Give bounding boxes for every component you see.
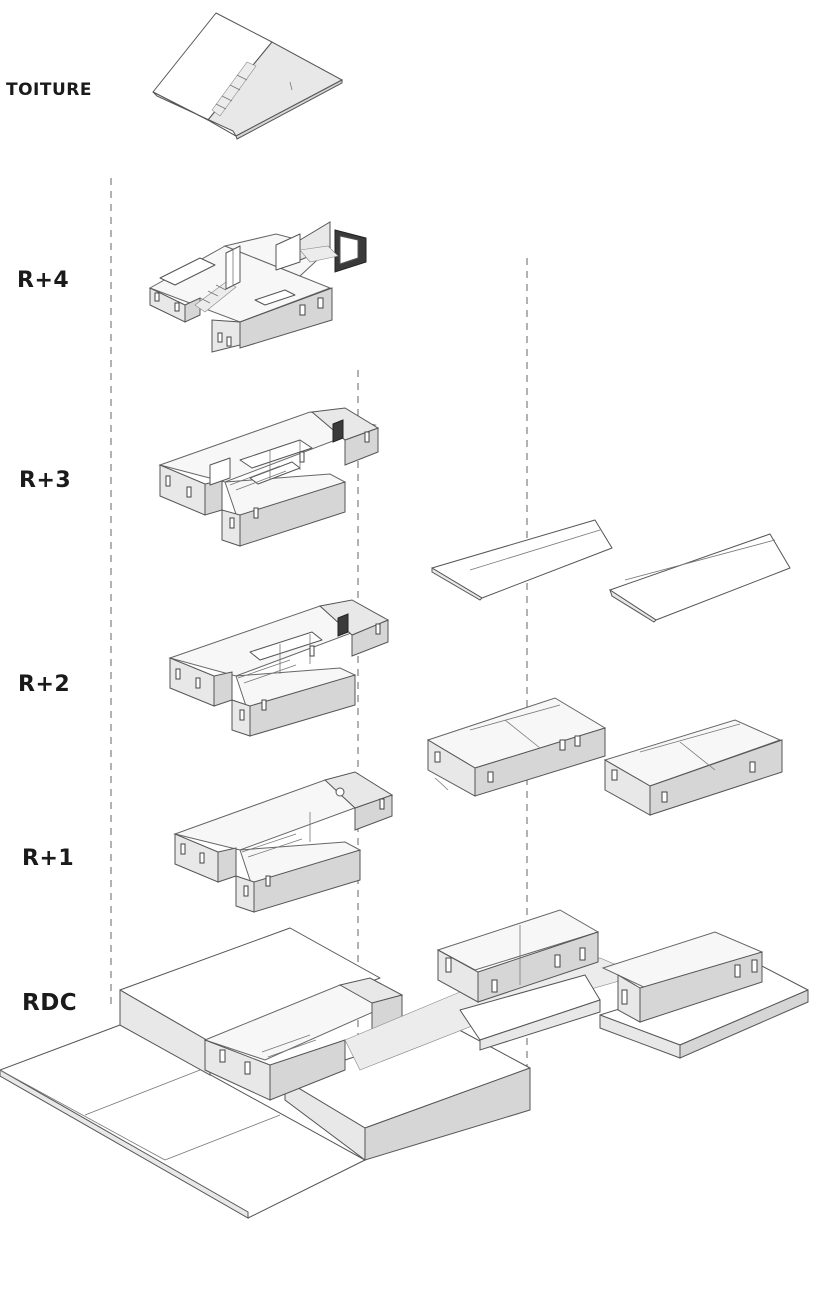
level-label-r3: R+3 <box>19 468 72 493</box>
floor-plan-rdc <box>0 909 809 1219</box>
level-label-r2: R+2 <box>18 672 71 697</box>
roof-main <box>152 12 344 140</box>
roof-secondary-left <box>431 519 613 601</box>
alignment-guides <box>110 178 528 1150</box>
floor-plan-annex-left-upper <box>426 697 607 797</box>
floor-plan-r2 <box>168 599 390 737</box>
level-label-toiture: TOITURE <box>6 80 92 100</box>
roof-secondary-right <box>609 533 791 623</box>
level-label-r1: R+1 <box>22 846 75 871</box>
level-label-r4: R+4 <box>17 268 70 293</box>
floor-plan-r1 <box>173 771 394 913</box>
floor-plan-r4 <box>148 221 367 353</box>
floor-plan-annex-right-upper <box>603 719 783 816</box>
floor-plan-r3 <box>158 407 380 547</box>
level-label-rdc: RDC <box>22 990 78 1016</box>
